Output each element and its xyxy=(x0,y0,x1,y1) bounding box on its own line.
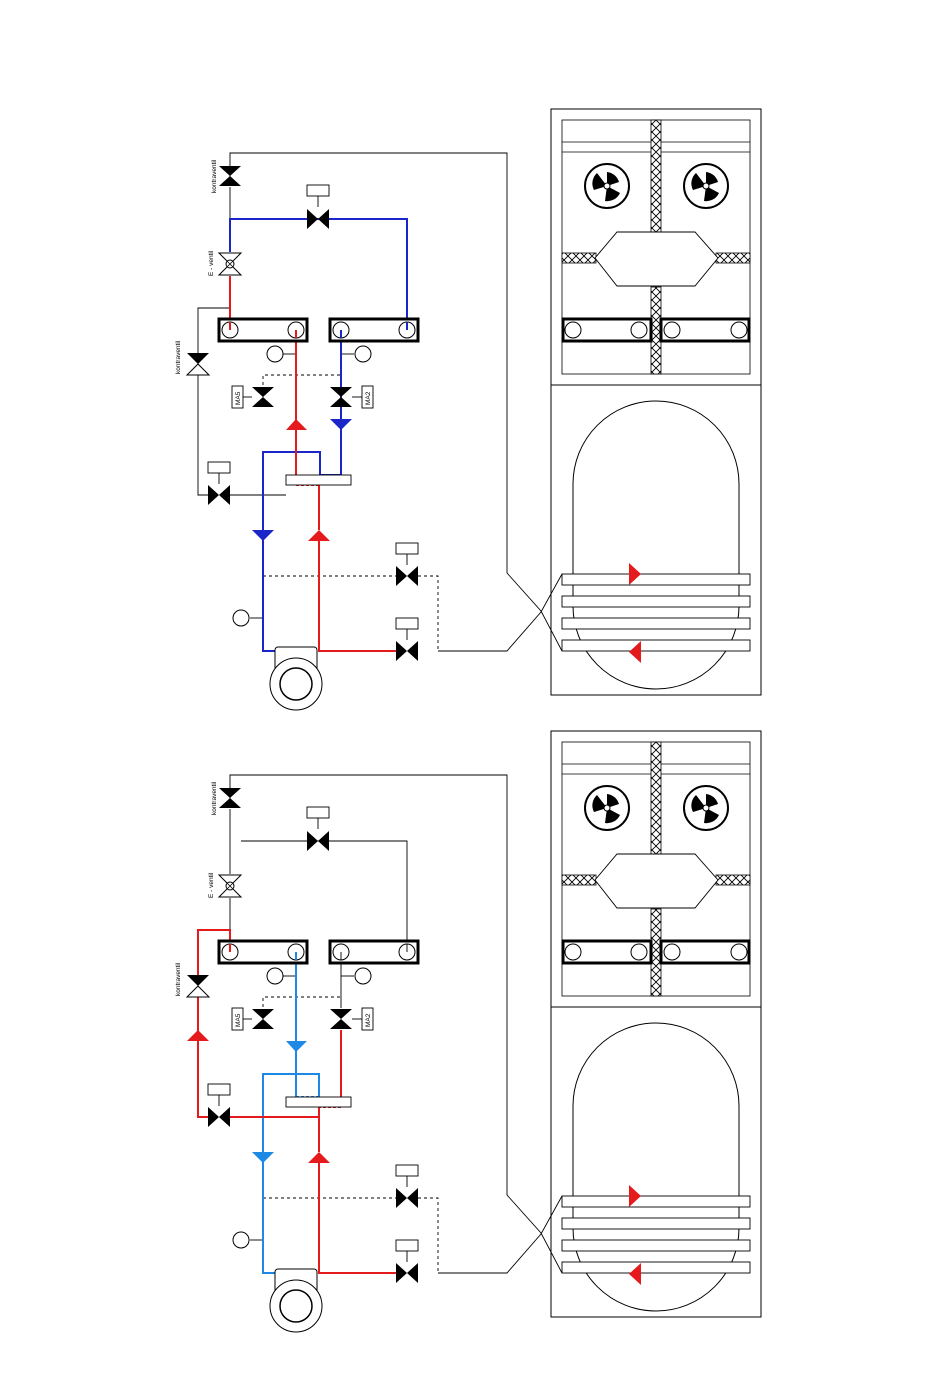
flow-arrow-icon xyxy=(308,530,330,541)
sensor-icon xyxy=(355,346,371,362)
actuator-icon xyxy=(396,1165,418,1176)
flow-arrow-icon xyxy=(286,1041,307,1052)
valve-icon xyxy=(396,1188,418,1208)
valve-ma5-icon xyxy=(252,1009,274,1029)
actuator-icon xyxy=(396,618,418,629)
flow-arrow-icon xyxy=(308,1152,330,1163)
actuator-icon xyxy=(396,543,418,554)
label-solenoid-valve: E - ventil xyxy=(208,250,215,276)
label-check-valve-left: kontraventil xyxy=(175,340,182,374)
actuator-icon xyxy=(396,1240,418,1251)
expansion-valve-icon xyxy=(307,209,329,229)
sensor-icon xyxy=(233,610,249,626)
valve-icon xyxy=(396,641,418,661)
diagram-cooling-mode: kontraventil E - ventil kontraventil MA5… xyxy=(175,109,761,710)
valve-ma2-icon xyxy=(330,387,352,407)
unit-enclosure xyxy=(551,731,761,1317)
sensor-icon xyxy=(233,1232,249,1248)
label-check-valve-left: kontraventil xyxy=(175,962,182,996)
sensor-icon xyxy=(267,968,283,984)
label-check-valve-top: kontraventil xyxy=(211,781,218,815)
compressor-icon xyxy=(270,647,322,710)
valve-ma2-icon xyxy=(330,1009,352,1029)
check-valve-icon xyxy=(219,166,241,186)
flow-arrow-icon xyxy=(187,1030,209,1041)
expansion-valve-icon xyxy=(307,831,329,851)
four-way-valve xyxy=(286,475,351,485)
flow-arrow-icon xyxy=(286,419,307,430)
four-way-valve xyxy=(286,1097,351,1107)
flow-arrow-icon xyxy=(252,1152,274,1163)
diagram-heating-mode: kontraventil E - ventil kontraventil MA5… xyxy=(175,731,761,1332)
check-valve-icon xyxy=(219,788,241,808)
label-valve-ma5: MA5 xyxy=(235,1013,242,1027)
actuator-icon xyxy=(208,1084,230,1095)
label-check-valve-top: kontraventil xyxy=(211,159,218,193)
label-valve-ma2: MA2 xyxy=(365,391,372,405)
label-valve-ma2: MA2 xyxy=(365,1013,372,1027)
actuator-icon xyxy=(307,807,329,818)
sensor-icon xyxy=(267,346,283,362)
solenoid-valve-icon xyxy=(219,875,241,897)
flow-arrow-icon xyxy=(252,530,274,541)
valve-icon xyxy=(208,485,230,505)
valve-ma5-icon xyxy=(252,387,274,407)
compressor-icon xyxy=(270,1269,322,1332)
valve-icon xyxy=(396,566,418,586)
unit-enclosure xyxy=(551,109,761,695)
flow-arrow-icon xyxy=(330,419,352,430)
actuator-icon xyxy=(208,462,230,473)
valve-icon xyxy=(208,1107,230,1127)
sensor-icon xyxy=(355,968,371,984)
solenoid-valve-icon xyxy=(219,253,241,275)
label-valve-ma5: MA5 xyxy=(235,391,242,405)
actuator-icon xyxy=(307,185,329,196)
check-valve-left-icon xyxy=(187,353,209,375)
valve-icon xyxy=(396,1263,418,1283)
check-valve-left-icon xyxy=(187,975,209,997)
label-solenoid-valve: E - ventil xyxy=(208,872,215,898)
